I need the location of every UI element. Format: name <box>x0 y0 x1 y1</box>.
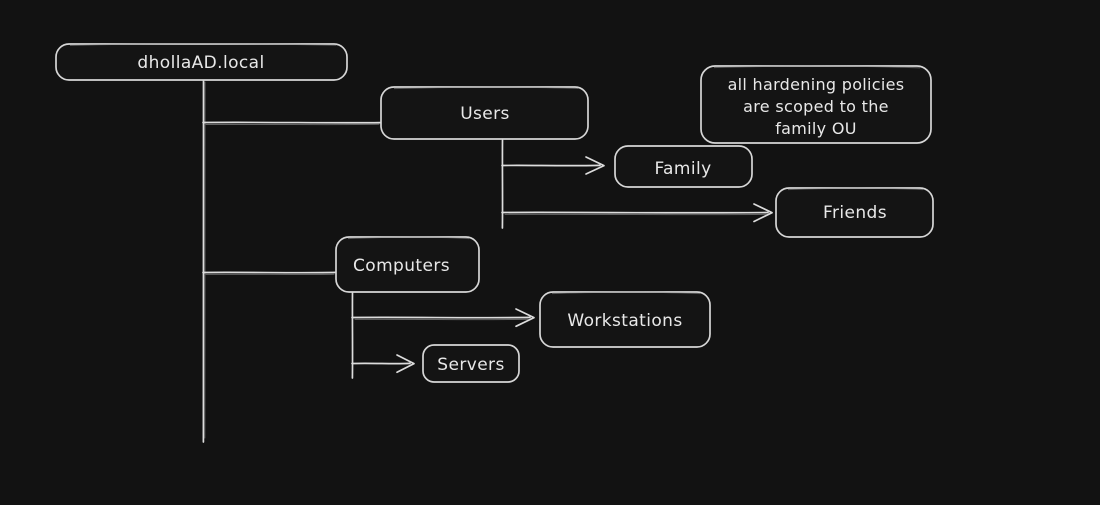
connector-root-trunk <box>202 78 206 443</box>
node-root-label: dhollaAD.local <box>137 53 264 73</box>
node-users[interactable]: Users <box>380 86 589 140</box>
node-family-label: Family <box>654 159 711 179</box>
node-workstations[interactable]: Workstations <box>539 291 711 348</box>
node-computers[interactable]: Computers <box>335 236 480 293</box>
node-root[interactable]: dhollaAD.local <box>55 43 348 81</box>
note-line-1: all hardening policies <box>728 75 905 94</box>
connector-users-to-family <box>501 156 605 175</box>
node-workstations-label: Workstations <box>567 311 682 331</box>
connector-root-to-computers <box>202 271 337 276</box>
connector-root-to-users <box>202 121 382 126</box>
node-servers[interactable]: Servers <box>422 344 520 383</box>
connector-computers-to-workstations <box>351 308 535 328</box>
node-family[interactable]: Family <box>614 145 753 188</box>
node-friends-label: Friends <box>823 203 887 223</box>
node-servers-label: Servers <box>437 355 504 375</box>
note-line-2: are scoped to the <box>743 97 889 116</box>
node-friends[interactable]: Friends <box>775 187 934 238</box>
connector-computers-to-servers <box>351 354 415 374</box>
note-hardening-policies: all hardening policies are scoped to the… <box>700 65 932 144</box>
note-line-3: family OU <box>775 119 856 138</box>
node-users-label: Users <box>460 104 510 124</box>
node-computers-label: Computers <box>353 256 450 276</box>
connector-users-to-friends <box>501 203 773 223</box>
